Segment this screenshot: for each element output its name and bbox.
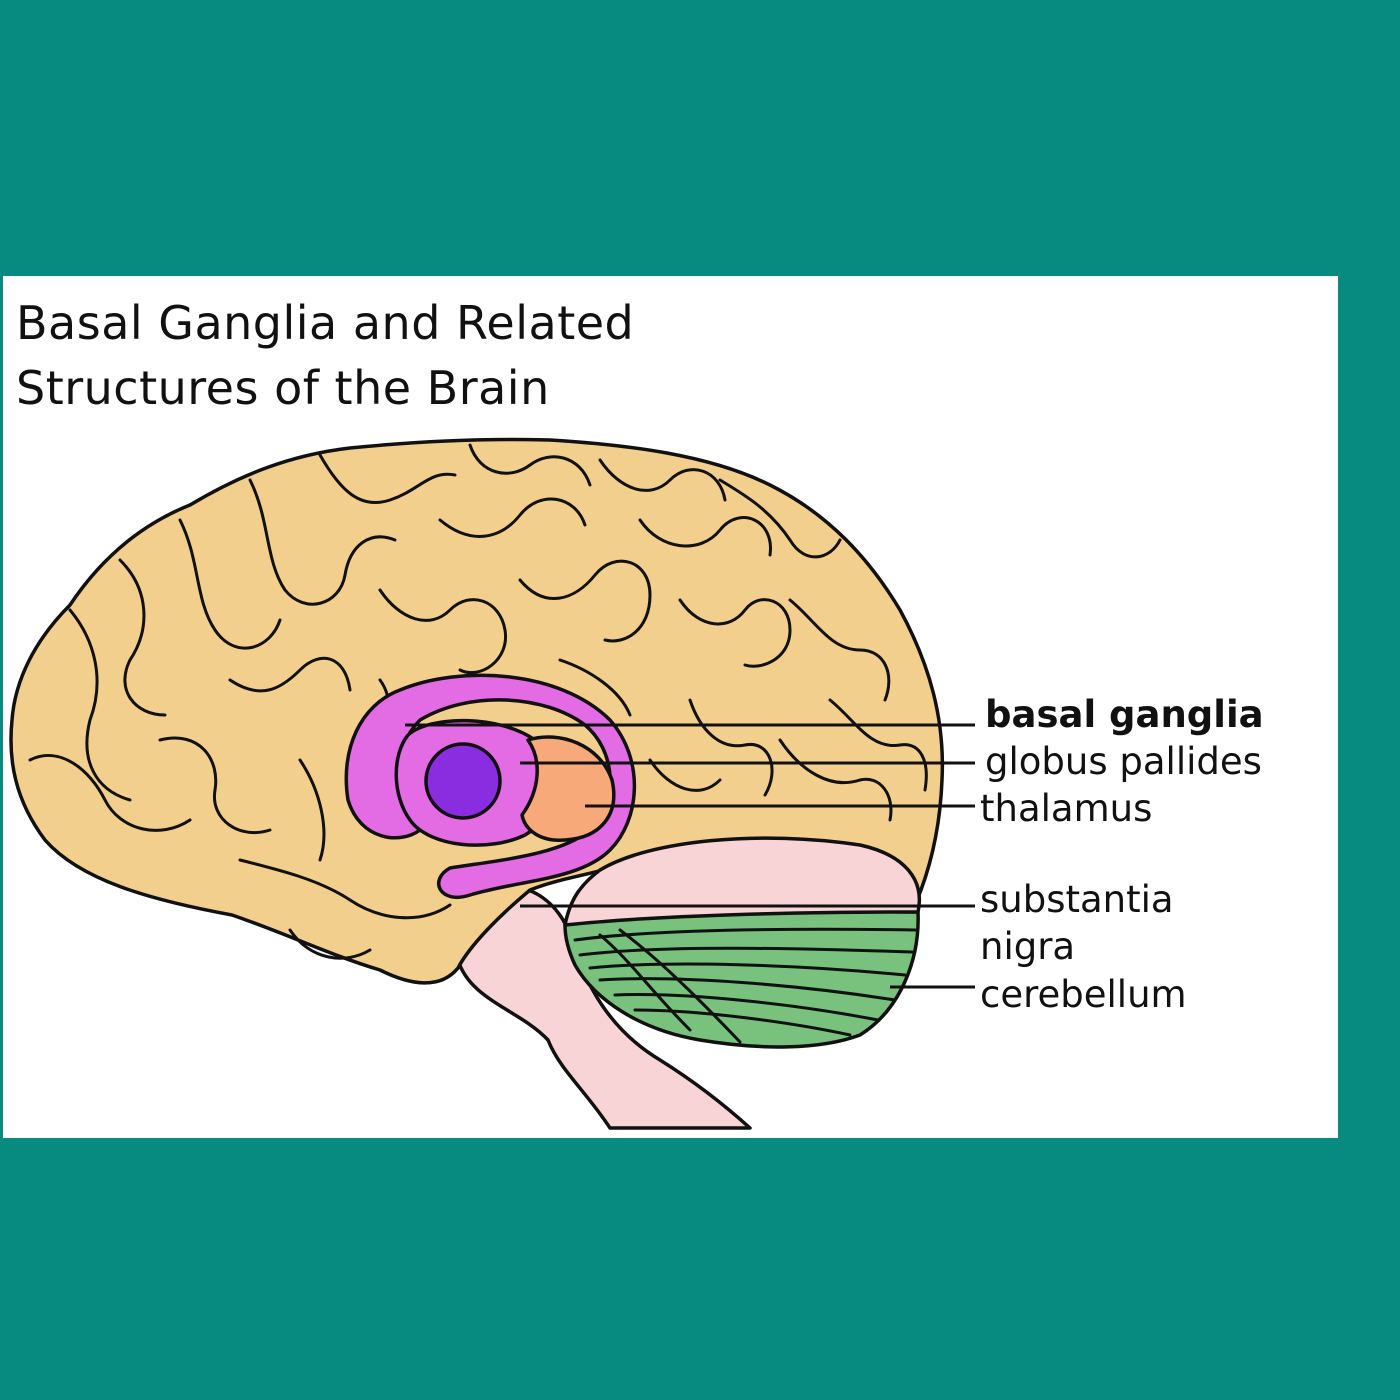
fold — [638, 516, 772, 557]
fold — [648, 758, 722, 792]
folium — [598, 977, 897, 1002]
leader-lines — [405, 723, 975, 989]
fold — [468, 443, 592, 487]
fold — [718, 478, 842, 559]
fold — [558, 658, 632, 717]
fold — [228, 656, 352, 693]
cerebellum-folia — [573, 927, 917, 1044]
fold — [118, 558, 167, 717]
fold — [298, 758, 326, 862]
fold — [178, 518, 282, 650]
fold — [318, 453, 457, 505]
folium — [578, 946, 914, 957]
diagram-title-line-1: Basal Ganglia and Related — [16, 296, 635, 350]
fold — [378, 588, 507, 675]
fold — [678, 598, 792, 668]
fold — [248, 478, 397, 606]
folium — [573, 927, 917, 942]
fold — [598, 458, 727, 502]
label-thalamus: thalamus — [980, 787, 1152, 830]
folium — [618, 928, 742, 1044]
fold — [518, 559, 652, 643]
pons — [563, 836, 921, 927]
fold — [158, 736, 272, 835]
fold — [288, 928, 372, 960]
diagram-title-line-2: Structures of the Brain — [16, 361, 550, 415]
fold — [28, 754, 192, 832]
folium — [633, 1008, 852, 1037]
fold — [788, 598, 891, 702]
folium — [613, 993, 880, 1022]
fold — [438, 497, 587, 538]
label-substantia: substantia — [980, 878, 1174, 921]
folium — [598, 933, 692, 1032]
folium — [588, 962, 907, 977]
fold — [68, 608, 132, 802]
globus-pallides — [424, 742, 502, 820]
label-nigra: nigra — [980, 925, 1075, 968]
fold — [828, 698, 928, 792]
label-basal-ganglia: basal ganglia — [985, 693, 1264, 736]
label-globus-pallides: globus pallides — [985, 740, 1262, 783]
fold — [238, 858, 452, 920]
label-cerebellum: cerebellum — [980, 973, 1187, 1016]
